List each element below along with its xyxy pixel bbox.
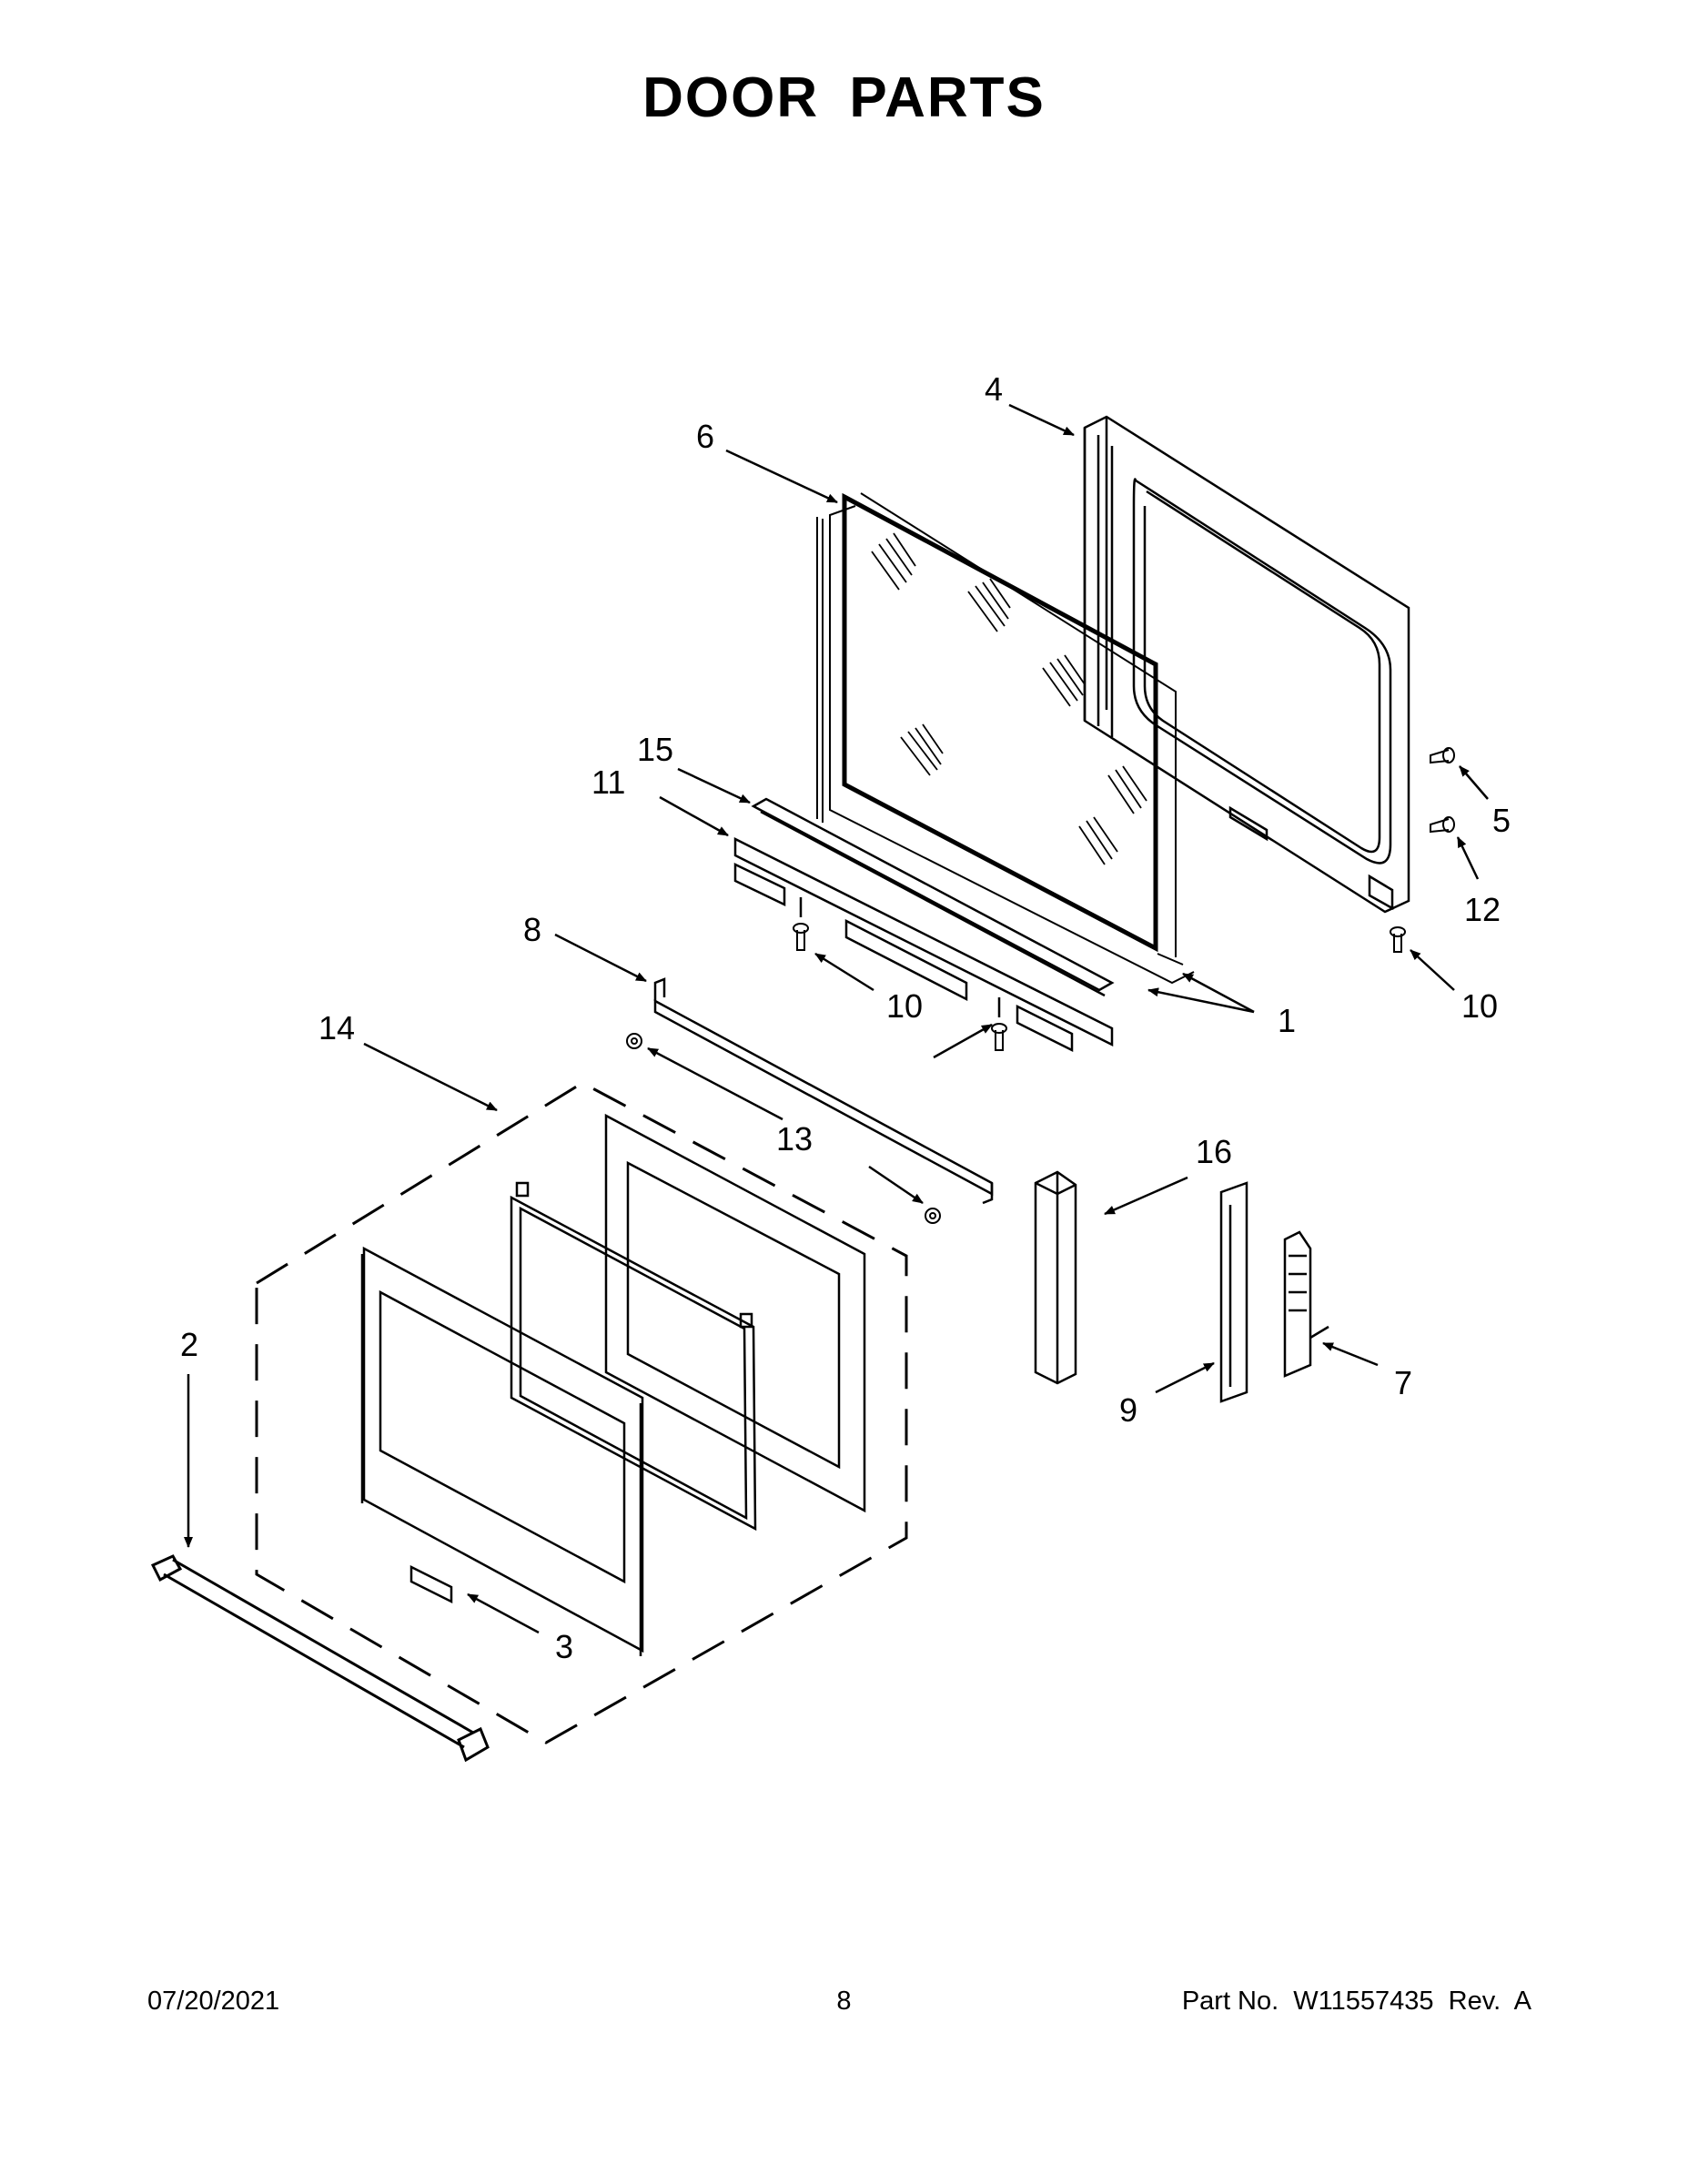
callout-3: 3 (555, 1628, 573, 1665)
screw-10-right (1390, 926, 1406, 953)
inner-door-frame (1083, 415, 1410, 914)
callout-16: 16 (1196, 1133, 1232, 1170)
footer-part-number: Part No. W11557435 Rev. A (1181, 1987, 1531, 2016)
door-inner-glass (604, 1113, 866, 1513)
bottom-channel (733, 836, 1114, 1053)
callout-6: 6 (696, 418, 714, 455)
callout-10-center: 10 (886, 987, 923, 1025)
screw-10-left (793, 923, 809, 951)
bottom-vent-trim (751, 797, 1115, 997)
badge (409, 1564, 453, 1604)
door-brace (653, 977, 994, 1205)
door-glass-pane (816, 492, 1195, 985)
callout-14: 14 (318, 1009, 355, 1046)
door-handle (150, 1554, 490, 1763)
washer-13-left (626, 1033, 642, 1049)
callout-1: 1 (1278, 1002, 1296, 1039)
callout-10-right: 10 (1461, 987, 1498, 1025)
screw-10-center (991, 1023, 1007, 1051)
washer-13-right (925, 1208, 941, 1224)
callout-4: 4 (985, 370, 1003, 408)
callout-9: 9 (1119, 1391, 1137, 1429)
screw-5 (1430, 747, 1455, 764)
hinge (1283, 1230, 1329, 1378)
screw-12 (1430, 816, 1455, 834)
callout-5: 5 (1492, 802, 1511, 839)
callout-15: 15 (637, 731, 673, 768)
callout-8: 8 (523, 911, 541, 948)
footer-date: 07/20/2021 (147, 1987, 280, 2016)
hinge-channel (1219, 1181, 1248, 1403)
callout-13: 13 (776, 1120, 813, 1158)
callout-7: 7 (1394, 1364, 1412, 1401)
glass-reflection-marks (871, 532, 1147, 865)
leader-arrows (184, 403, 1489, 1634)
callout-labels: 4 6 15 11 5 12 8 10 1 10 14 13 16 2 7 9 … (180, 370, 1511, 1665)
footer-page-number: 8 (836, 1987, 852, 2016)
callout-11: 11 (591, 763, 625, 801)
page-title: DOOR PARTS (642, 66, 1046, 129)
hinge-receptacle (1034, 1170, 1077, 1385)
door-assembly-dashed-outline (255, 1081, 908, 1744)
callout-12: 12 (1464, 891, 1501, 928)
door-outer-panel (360, 1246, 644, 1656)
callout-2: 2 (180, 1326, 198, 1363)
